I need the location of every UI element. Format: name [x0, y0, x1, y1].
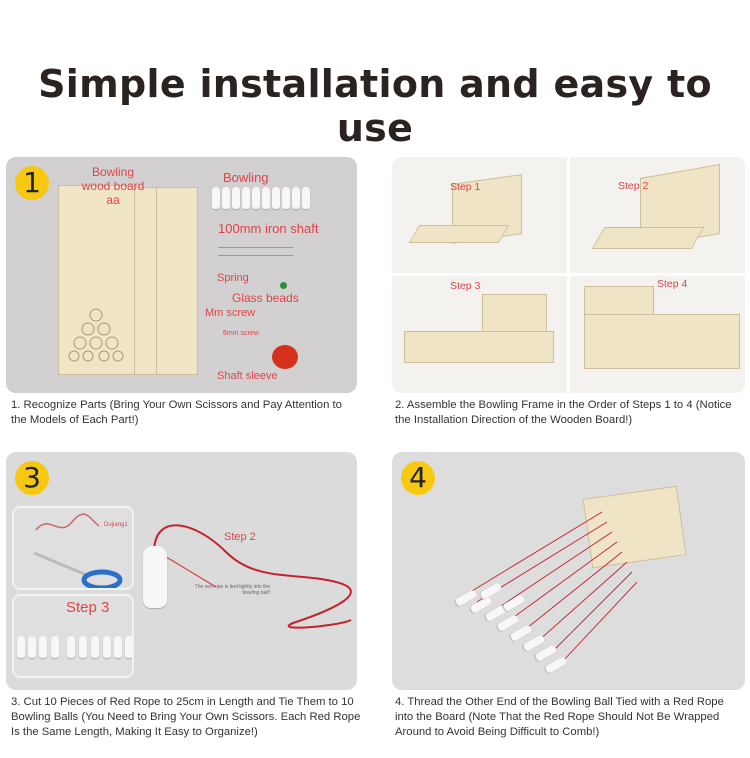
label-step-2b: Step 2 — [224, 531, 256, 543]
wood-board — [134, 187, 158, 375]
label-step-1: Step 1 — [450, 181, 481, 193]
label-bowling: Bowling — [223, 170, 269, 185]
iron-shaft — [218, 247, 293, 248]
tied-pins-inset: Step 3 — [12, 594, 134, 678]
step-1-image: 1 Bowling wood board aa Bowling 100mm ir… — [6, 157, 357, 393]
step-2-image: Step 1 Step 2 Step 3 Step 4 — [392, 157, 745, 393]
scissors-icon — [33, 513, 123, 588]
step-3-badge: 3 — [15, 461, 49, 495]
step-2-sub-2: Step 2 — [570, 157, 745, 273]
note-rope: The red rope is tied tightly into the bo… — [194, 584, 270, 596]
step-2-sub-3: Step 3 — [392, 276, 567, 393]
label-spring: Spring — [217, 272, 249, 284]
bowling-pin — [143, 546, 167, 608]
step-3-image: 3 Dujiang1 Step 3 Step 2 The red rope is… — [6, 452, 357, 690]
step-3-caption: 3. Cut 10 Pieces of Red Rope to 25cm in … — [11, 696, 361, 738]
wood-board — [156, 187, 198, 375]
label-6mm-screw: 6mm screw — [223, 330, 259, 337]
label-sleeve: Shaft sleeve — [217, 370, 278, 382]
ropes-to-pins — [461, 511, 638, 663]
label-step-3b: Step 3 — [66, 599, 110, 616]
label-board: Bowling wood board aa — [81, 165, 145, 207]
wood-board — [58, 185, 136, 375]
scissors-inset: Dujiang1 — [12, 506, 134, 590]
red-rope-bundle — [272, 345, 298, 369]
label-step-4: Step 4 — [657, 278, 688, 290]
step-2-sub-4: Step 4 — [570, 276, 745, 393]
page-title: Simple installation and easy to use — [38, 62, 712, 150]
step-1-badge: 1 — [15, 166, 49, 200]
step-1-caption: 1. Recognize Parts (Bring Your Own Sciss… — [11, 399, 342, 426]
step-2-sub-1: Step 1 — [392, 157, 567, 273]
glass-bead — [280, 282, 287, 289]
step-4-badge: 4 — [401, 461, 435, 495]
label-shaft: 100mm iron shaft — [218, 221, 319, 236]
label-step-2: Step 2 — [618, 180, 649, 192]
pin-holes-icon — [68, 308, 124, 362]
label-rope: Dujiang1 — [104, 522, 128, 528]
label-step-3: Step 3 — [450, 280, 481, 292]
label-screw: Mm screw — [205, 307, 256, 319]
red-rope — [153, 524, 352, 629]
step-2-caption: 2. Assemble the Bowling Frame in the Ord… — [395, 399, 732, 426]
label-beads: Glass beads — [232, 291, 299, 305]
step-4-caption: 4. Thread the Other End of the Bowling B… — [395, 696, 724, 738]
iron-shaft — [218, 255, 293, 256]
bowling-pins — [212, 187, 312, 213]
step-4-image: 4 — [392, 452, 745, 690]
